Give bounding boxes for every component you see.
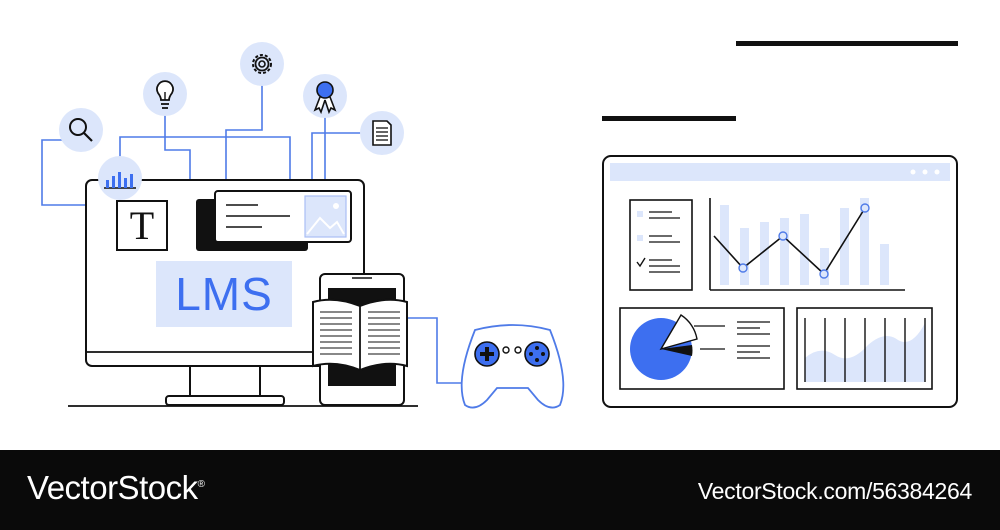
text-tool-box: T bbox=[116, 200, 168, 251]
lms-illustration: T LMS bbox=[41, 41, 958, 409]
gear-icon bbox=[240, 42, 284, 86]
gamepad-icon bbox=[460, 324, 565, 409]
image-icon bbox=[304, 195, 347, 238]
award-ribbon-icon bbox=[303, 74, 347, 118]
footer-bar: VectorStock® VectorStock.com/56384264 bbox=[0, 450, 1000, 530]
brand-name: VectorStock bbox=[27, 469, 198, 506]
line-chart-icon bbox=[709, 198, 905, 291]
connector-lines bbox=[41, 84, 476, 384]
area-chart-icon bbox=[796, 307, 933, 390]
lightbulb-icon bbox=[143, 72, 187, 116]
checklist-icon bbox=[629, 199, 693, 291]
document-icon bbox=[360, 111, 404, 155]
stock-id: VectorStock.com/56384264 bbox=[697, 478, 972, 504]
registered-mark: ® bbox=[197, 479, 205, 490]
bar-chart-icon bbox=[98, 156, 142, 200]
lms-label-box bbox=[156, 261, 292, 327]
lms-label: LMS bbox=[175, 268, 273, 320]
text-tool-glyph: T bbox=[130, 203, 154, 248]
pie-chart-icon bbox=[630, 314, 770, 380]
open-book-icon bbox=[312, 298, 408, 372]
search-icon bbox=[59, 108, 103, 152]
vectorstock-logo: VectorStock® bbox=[27, 469, 205, 507]
decorative-bar bbox=[736, 41, 958, 46]
decorative-bar bbox=[602, 116, 736, 121]
